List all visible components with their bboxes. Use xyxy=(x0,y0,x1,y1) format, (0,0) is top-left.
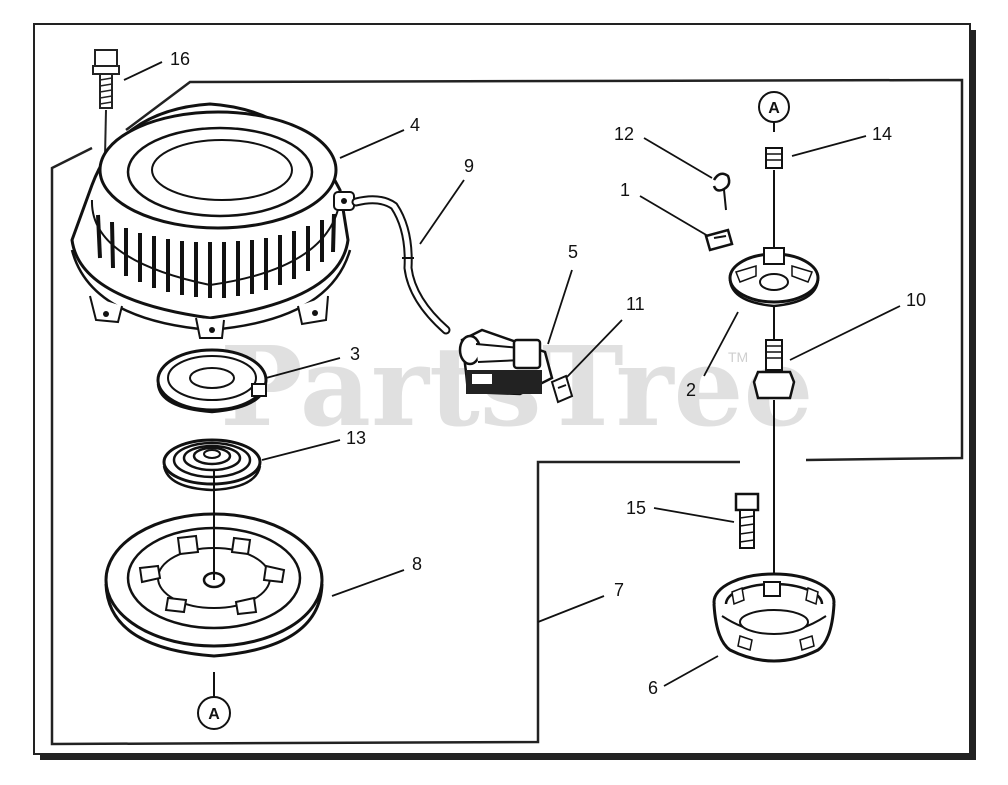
leader-14 xyxy=(791,135,867,157)
ref-marker-a-bottom: A xyxy=(197,672,231,730)
callout-6: 6 xyxy=(648,678,658,698)
part-8-pulley xyxy=(104,470,324,658)
leader-9 xyxy=(419,179,465,245)
part-6-starter-cup xyxy=(712,572,836,663)
callout-10: 10 xyxy=(906,290,926,310)
callout-15: 15 xyxy=(626,498,646,518)
callout-8: 8 xyxy=(412,554,422,574)
leader-7 xyxy=(537,595,605,623)
part-2-retainer xyxy=(728,247,820,340)
part-15-screw xyxy=(734,492,760,549)
part-1-pawl xyxy=(704,228,734,252)
callout-16: 16 xyxy=(170,49,190,69)
leader-6 xyxy=(663,655,719,687)
watermark-tm: TM xyxy=(728,349,748,365)
ref-marker-a-top: A xyxy=(758,91,790,132)
leader-8 xyxy=(331,569,405,597)
leader-15 xyxy=(653,507,735,523)
leader-5 xyxy=(547,269,573,345)
part-12-spring-clip xyxy=(712,172,731,211)
callout-5: 5 xyxy=(568,242,578,262)
part-10-screw xyxy=(752,339,796,580)
callout-1: 1 xyxy=(620,180,630,200)
callout-14: 14 xyxy=(872,124,892,144)
leader-10 xyxy=(789,305,901,361)
part-9-rope xyxy=(351,195,451,335)
callout-7: 7 xyxy=(614,580,624,600)
part-14-bushing xyxy=(765,147,783,248)
ref-marker-a-top-label: A xyxy=(768,100,780,117)
callout-11: 11 xyxy=(626,294,645,314)
leader-16 xyxy=(123,61,163,81)
part-11-insert xyxy=(550,374,574,404)
leader-11 xyxy=(565,319,623,379)
part-13-spring xyxy=(162,438,262,492)
part-3-spring-cup xyxy=(156,348,268,414)
callout-2: 2 xyxy=(686,380,696,400)
leader-13 xyxy=(261,439,341,461)
part-5-handle xyxy=(458,328,554,396)
callout-9: 9 xyxy=(464,156,474,176)
callout-13: 13 xyxy=(346,428,366,448)
leader-1 xyxy=(639,195,709,237)
part-4-housing xyxy=(70,102,355,339)
leader-2 xyxy=(703,311,739,377)
callout-12: 12 xyxy=(614,124,634,144)
leader-3 xyxy=(265,357,341,379)
callout-4: 4 xyxy=(410,115,420,135)
ref-marker-a-bottom-label: A xyxy=(208,706,220,723)
leader-lines xyxy=(123,61,901,687)
leader-4 xyxy=(339,129,405,159)
leader-12 xyxy=(643,137,713,179)
callouts: 16 4 9 5 11 3 13 8 7 12 1 14 2 10 15 6 xyxy=(170,49,926,698)
assembly-boundary xyxy=(50,78,964,746)
callout-3: 3 xyxy=(350,344,360,364)
